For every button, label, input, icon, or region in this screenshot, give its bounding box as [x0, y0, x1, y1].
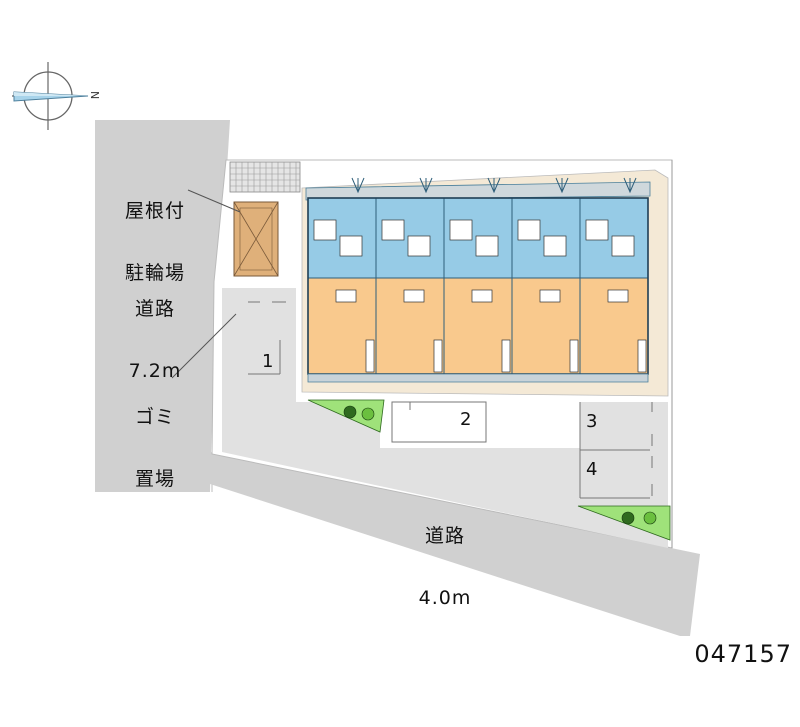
shed-leader-line: [187, 189, 241, 213]
road-name: 道路: [424, 525, 465, 548]
road-7-2m-label: 道路 7.2m: [100, 258, 210, 402]
parking-area: [222, 288, 668, 548]
unit: [307, 197, 377, 375]
road-7-2m: [95, 120, 230, 492]
road-width: 4.0m: [418, 586, 472, 609]
parking-space-number: 2: [460, 409, 472, 430]
greenery: [577, 505, 671, 541]
unit: [443, 197, 513, 375]
bicycle-parking-line2: 駐輪場: [124, 261, 185, 284]
road-4-0m: [210, 452, 700, 636]
garbage-line1: ゴミ: [134, 406, 175, 429]
greenery: [307, 399, 385, 433]
garbage-line2: 置場: [134, 467, 175, 490]
bicycle-parking-label: 屋根付 駐輪場: [100, 160, 210, 304]
unit: [511, 197, 581, 375]
north-label: N: [88, 91, 101, 99]
parking-space-number: 3: [586, 411, 598, 432]
parking-space-number: 1: [262, 351, 274, 372]
unit: [375, 197, 445, 375]
building-units: [307, 177, 649, 383]
compass-icon: N: [12, 62, 101, 130]
road-name: 道路: [134, 298, 175, 321]
garbage-area-label: ゴミ 置場: [100, 366, 210, 510]
parking-space-number: 4: [586, 459, 598, 480]
garbage-leader-line: [171, 313, 237, 379]
property-code: 047157: [694, 640, 792, 668]
road-width: 7.2m: [128, 359, 182, 382]
road-4-0m-label: 道路 4.0m: [390, 485, 500, 629]
unit: [579, 197, 649, 375]
bicycle-parking-line1: 屋根付: [124, 200, 185, 223]
bicycle-shed: [233, 201, 279, 277]
